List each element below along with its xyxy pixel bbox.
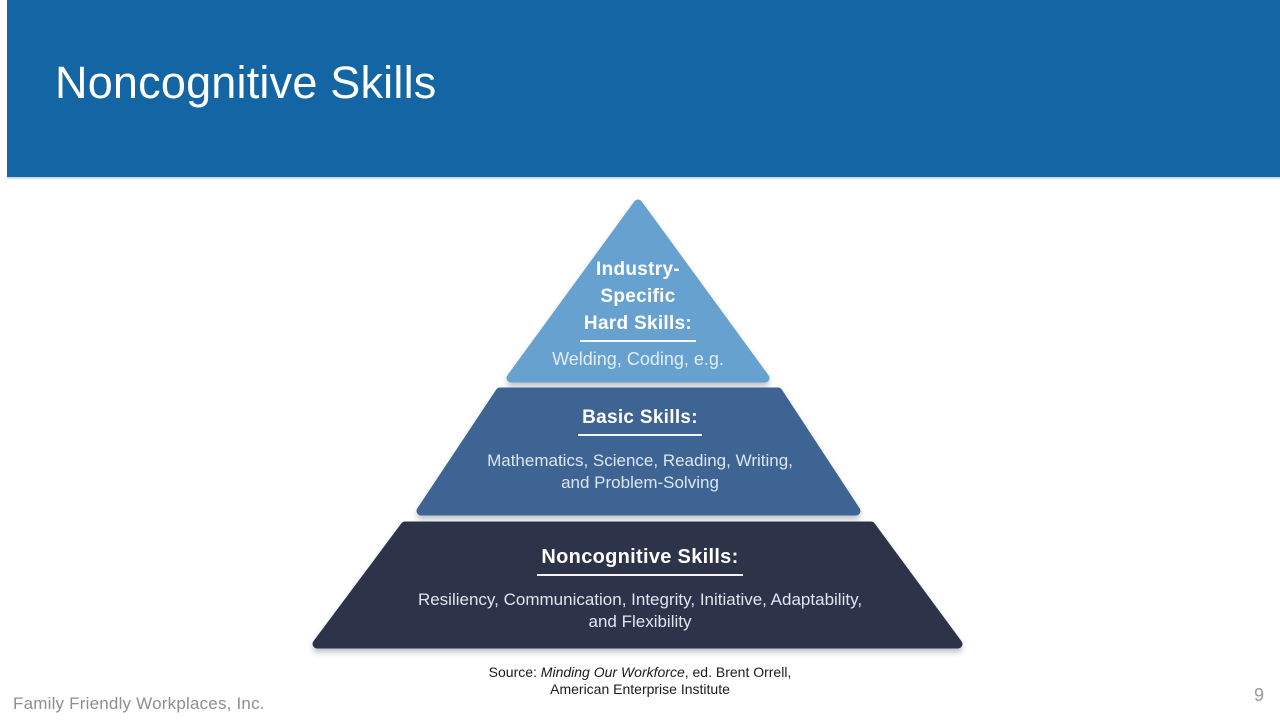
page-number: 9 [1253, 685, 1264, 705]
tier-noncognitive-body-line-1: Resiliency, Communication, Integrity, In… [417, 590, 863, 609]
tier-noncognitive-body-line-2: and Flexibility [588, 612, 692, 631]
source-citation: Source: Minding Our Workforce, ed. Brent… [440, 664, 840, 698]
tier-basic-label-underlined: Basic Skills: [420, 404, 860, 436]
tier-basic-skills-text: Basic Skills: Mathematics, Science, Read… [420, 404, 860, 494]
tier-industry-specific-text: Industry- Specific Hard Skills: Welding,… [478, 256, 798, 370]
pyramid-tier-middle-shape [416, 387, 861, 516]
header-band: Noncognitive Skills [7, 0, 1280, 177]
pyramid-tier-top-shape [506, 199, 770, 383]
tier-basic-body-line-1: Mathematics, Science, Reading, Writing, [487, 451, 793, 470]
company-name-footer: Family Friendly Workplaces, Inc. [13, 694, 265, 713]
tier-industry-label-underlined: Hard Skills: [478, 310, 798, 342]
tier-industry-label-line-2: Specific [600, 286, 676, 307]
tier-noncognitive-body: Resiliency, Communication, Integrity, In… [340, 589, 940, 633]
tier-noncognitive-label-underlined: Noncognitive Skills: [340, 544, 940, 576]
tier-industry-label-line-1: Industry- [596, 259, 680, 280]
tier-noncognitive-text: Noncognitive Skills: Resiliency, Communi… [340, 544, 940, 633]
source-line-2: American Enterprise Institute [550, 681, 730, 697]
pyramid-tier-bottom-shape [312, 521, 963, 649]
tier-basic-body-line-2: and Problem-Solving [561, 473, 719, 492]
source-line-1: Source: Minding Our Workforce, ed. Brent… [488, 664, 792, 680]
tier-basic-body: Mathematics, Science, Reading, Writing, … [420, 450, 860, 494]
tier-industry-body: Welding, Coding, e.g. [552, 349, 724, 369]
source-work-title: Minding Our Workforce [540, 664, 685, 680]
slide-title: Noncognitive Skills [55, 57, 437, 108]
